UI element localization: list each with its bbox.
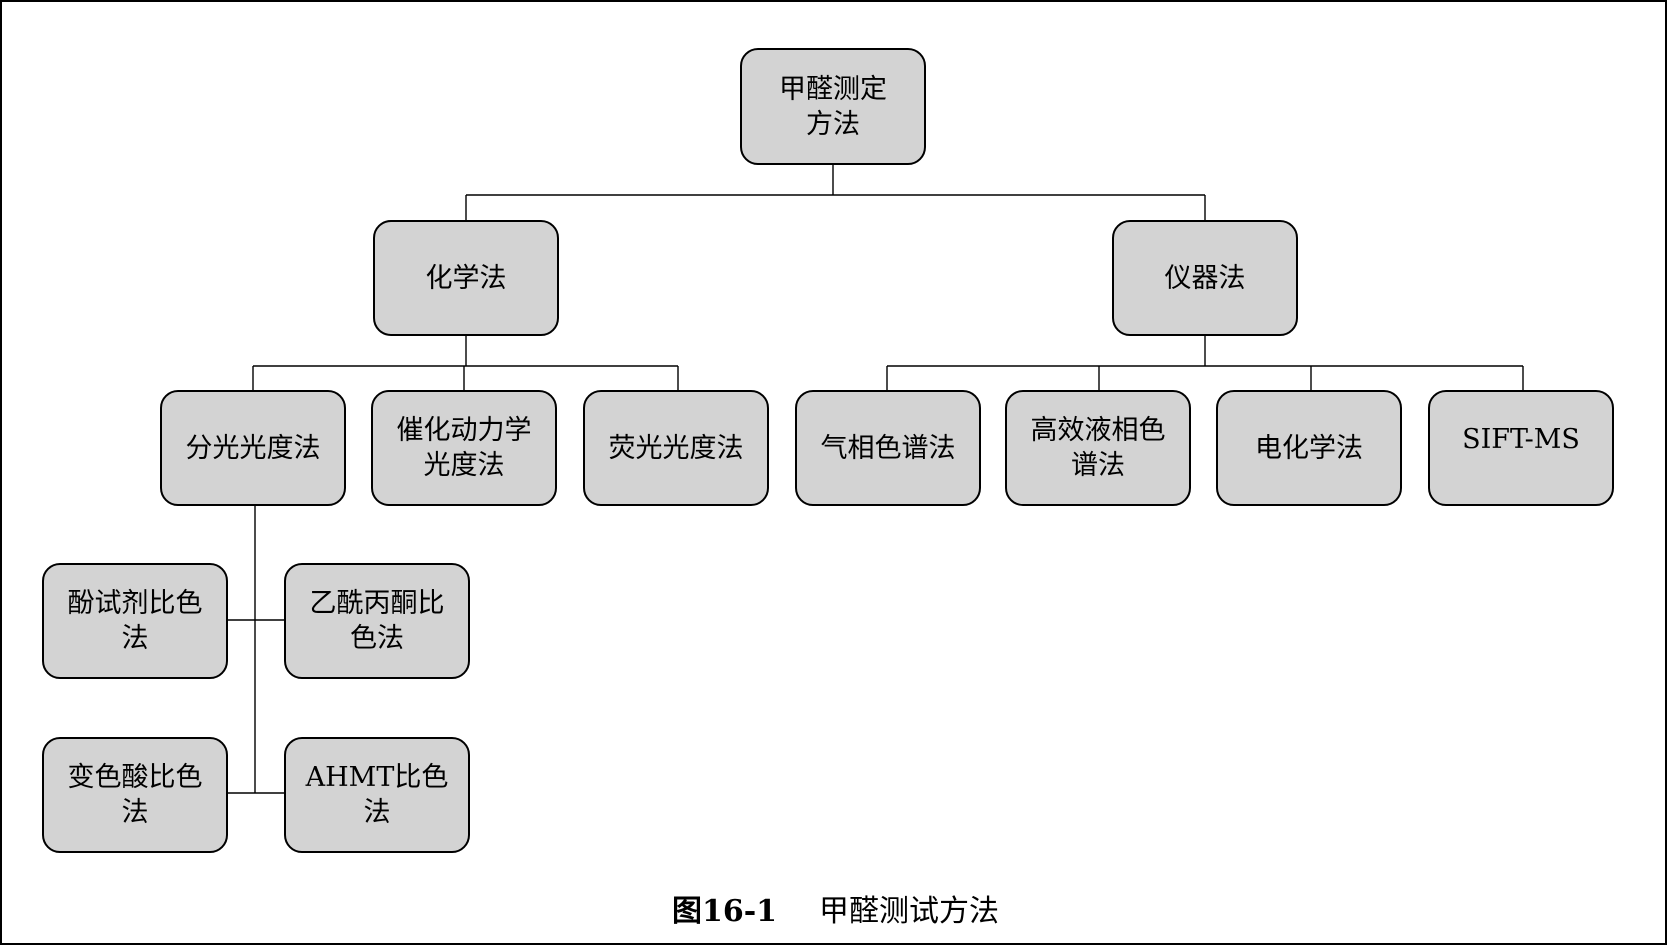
node-sift-ms: SIFT-MS bbox=[1428, 390, 1614, 506]
node-gas-chromatography: 气相色谱法 bbox=[795, 390, 981, 506]
node-chromotropic-acid-colorimetry: 变色酸比色法 bbox=[42, 737, 228, 853]
node-ahmt-colorimetry: AHMT比色法 bbox=[284, 737, 470, 853]
node-hplc: 高效液相色谱法 bbox=[1005, 390, 1191, 506]
figure-caption: 图16-1 甲醛测试方法 bbox=[2, 886, 1667, 930]
figure-number: 图16-1 bbox=[671, 894, 778, 929]
node-root: 甲醛测定方法 bbox=[740, 48, 926, 165]
node-electrochemistry: 电化学法 bbox=[1216, 390, 1402, 506]
node-phenol-reagent-colorimetry: 酚试剂比色法 bbox=[42, 563, 228, 679]
node-catalytic-kinetic-photometry: 催化动力学光度法 bbox=[371, 390, 557, 506]
node-chemical-method: 化学法 bbox=[373, 220, 559, 336]
figure-title: 甲醛测试方法 bbox=[819, 894, 1000, 929]
node-instrumental-method: 仪器法 bbox=[1112, 220, 1298, 336]
node-fluorescence-photometry: 荧光光度法 bbox=[583, 390, 769, 506]
node-spectrophotometry: 分光光度法 bbox=[160, 390, 346, 506]
node-acetylacetone-colorimetry: 乙酰丙酮比色法 bbox=[284, 563, 470, 679]
